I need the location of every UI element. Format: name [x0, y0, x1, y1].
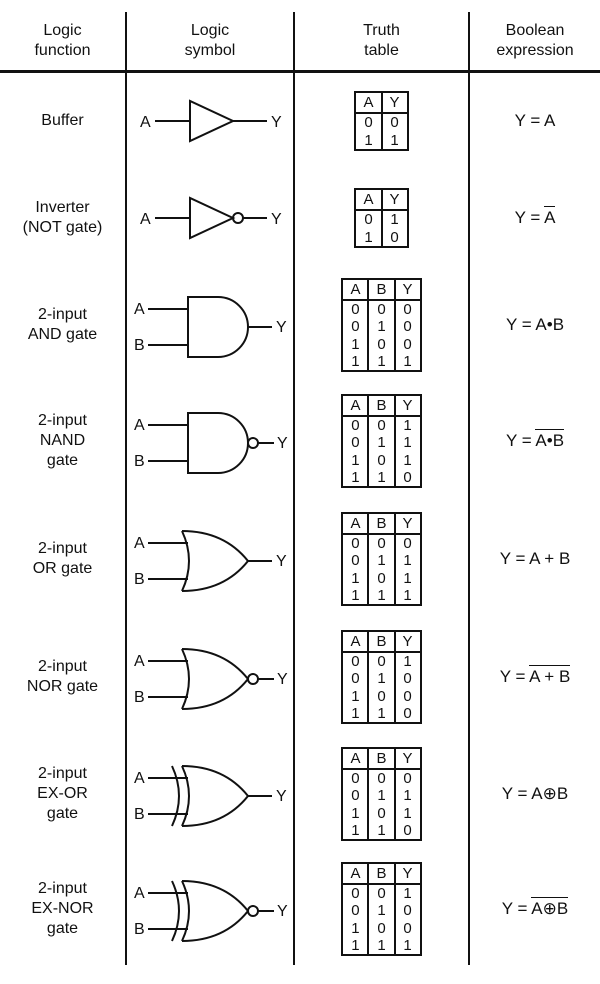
function-label-nor: 2-input NOR gate	[0, 619, 127, 735]
output-label-y: Y	[277, 671, 288, 688]
output-label-y: Y	[277, 903, 288, 920]
output-label-y: Y	[276, 788, 287, 805]
symbol-cell-nor: A B Y	[127, 619, 295, 735]
input-label-a: A	[140, 114, 151, 131]
boolean-expression: Y = A⊕B	[501, 897, 569, 918]
symbol-cell-inverter: A Y	[127, 169, 295, 267]
boolean-expression: Y = A⊕B	[501, 784, 569, 803]
exnor-gate-icon: A B Y	[134, 880, 288, 942]
input-label-b: B	[134, 337, 145, 354]
input-label-a: A	[134, 653, 145, 670]
symbol-cell-and: A B Y	[127, 267, 295, 383]
column-header-truth-table: Truth table	[295, 12, 470, 70]
symbol-cell-exnor: A B Y	[127, 853, 295, 965]
symbol-cell-or: A B Y	[127, 499, 295, 619]
nor-gate-icon: A B Y	[134, 648, 288, 710]
input-label-b: B	[134, 571, 145, 588]
boolean-expression: Y = A	[514, 206, 556, 227]
function-label-buffer: Buffer	[0, 73, 127, 169]
function-label-or: 2-input OR gate	[0, 499, 127, 619]
column-header-logic-function: Logic function	[0, 12, 127, 70]
function-label-inverter: Inverter (NOT gate)	[0, 169, 127, 267]
input-label-a: A	[134, 301, 145, 318]
boolean-expression: Y = A + B	[499, 549, 571, 568]
exor-gate-icon: A B Y	[134, 765, 287, 827]
reference-grid: Logic function Logic symbol Truth table …	[0, 12, 600, 965]
input-label-b: B	[134, 689, 145, 706]
input-label-a: A	[134, 535, 145, 552]
input-label-a: A	[134, 885, 145, 902]
expression-cell-exor: Y = A⊕B	[470, 735, 600, 853]
function-label-exor: 2-input EX-OR gate	[0, 735, 127, 853]
symbol-cell-nand: A B Y	[127, 383, 295, 499]
expression-cell-and: Y = A•B	[470, 267, 600, 383]
output-label-y: Y	[277, 435, 288, 452]
column-header-boolean-expression: Boolean expression	[496, 22, 574, 59]
expression-cell-buffer: Y = A	[470, 73, 600, 169]
boolean-expression: Y = A•B	[505, 429, 565, 450]
output-label-y: Y	[276, 319, 287, 336]
boolean-expression: Y = A	[514, 111, 556, 130]
column-header-logic-symbol: Logic symbol	[127, 12, 295, 70]
expression-cell-exnor: Y = A⊕B	[470, 853, 600, 965]
boolean-expression: Y = A + B	[499, 665, 571, 686]
inverter-gate-icon: A Y	[140, 196, 282, 240]
input-label-b: B	[134, 453, 145, 470]
nand-gate-icon: A B Y	[134, 412, 288, 474]
output-label-y: Y	[271, 211, 282, 228]
buffer-gate-icon: A Y	[140, 99, 282, 143]
expression-cell-nor: Y = A + B	[470, 619, 600, 735]
input-label-a: A	[134, 770, 145, 787]
input-label-b: B	[134, 806, 145, 823]
function-label-and: 2-input AND gate	[0, 267, 127, 383]
or-gate-icon: A B Y	[134, 530, 287, 592]
expression-cell-inverter: Y = A	[470, 169, 600, 267]
symbol-cell-buffer: A Y	[127, 73, 295, 169]
output-label-y: Y	[276, 553, 287, 570]
header-divider	[0, 70, 600, 73]
symbol-cell-exor: A B Y	[127, 735, 295, 853]
function-label-nand: 2-input NAND gate	[0, 383, 127, 499]
boolean-expression: Y = A•B	[505, 315, 565, 334]
expression-cell-nand: Y = A•B	[470, 383, 600, 499]
input-label-a: A	[140, 211, 151, 228]
and-gate-icon: A B Y	[134, 296, 287, 358]
expression-cell-or: Y = A + B	[470, 499, 600, 619]
input-label-a: A	[134, 417, 145, 434]
output-label-y: Y	[271, 114, 282, 131]
function-label-exnor: 2-input EX-NOR gate	[0, 853, 127, 965]
input-label-b: B	[134, 921, 145, 938]
